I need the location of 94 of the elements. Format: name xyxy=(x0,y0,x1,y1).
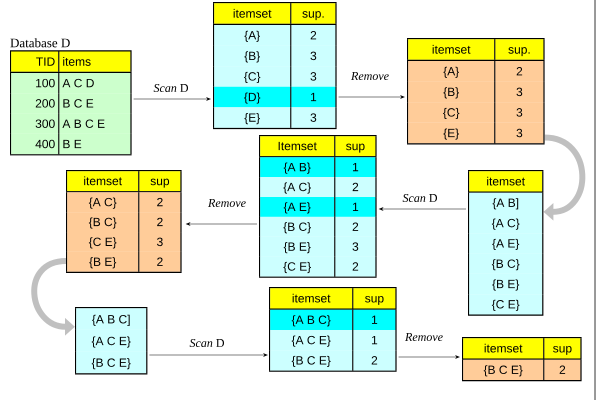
data-table: itemset sup {A B C} 1 {A C E} 1 {B C E} 2 xyxy=(269,287,397,372)
node-label: 3 xyxy=(516,88,522,96)
node-label: {B C E} xyxy=(484,365,523,376)
node-label: 2 xyxy=(352,182,358,192)
node-label: 2 xyxy=(310,31,316,40)
node-label: {A B] xyxy=(492,198,518,210)
node-label: 300 xyxy=(36,119,55,128)
node-label: {B} xyxy=(244,51,260,62)
edge-label: Remove xyxy=(350,72,389,80)
node-label: 200 xyxy=(36,99,55,108)
edge-label: Scan D xyxy=(154,84,188,92)
node-label: 1 xyxy=(352,162,358,172)
node-label: {B C E} xyxy=(292,356,331,368)
data-table: itemset {A B] {A C} {A E} {B C} {B E} {C E} xyxy=(468,170,544,316)
node-label: itemset xyxy=(487,176,525,186)
node-label: 3 xyxy=(352,242,358,251)
node-label: A B C E xyxy=(62,119,105,128)
node-label: {B E} xyxy=(492,279,520,291)
node-label: {B C} xyxy=(283,222,311,234)
node-label: {A C} xyxy=(88,198,116,209)
node-label: 2 xyxy=(352,262,358,271)
node-label: 1 xyxy=(310,92,316,102)
data-table: itemset sup. {A} 2 {B} 3 {C} 3 {D} 1 {E} 3 xyxy=(213,2,337,130)
node-label: 2 xyxy=(560,366,566,374)
node-label: {B E} xyxy=(284,242,311,254)
node-label: {E} xyxy=(443,128,460,140)
node-label: {A B C] xyxy=(92,314,130,326)
node-label: {B} xyxy=(443,87,460,98)
node-label: {C E} xyxy=(88,237,116,248)
data-table: Database D TID items 100 A C D 200 B C E 300 A B C E 400 B E xyxy=(10,38,132,156)
node-label: 1 xyxy=(352,202,358,211)
node-label: sup. xyxy=(508,47,530,56)
node-label: {B E} xyxy=(89,257,116,268)
data-table: Itemset sup {A B} 1 {A C} 2 {A E} 1 {B C} 2 {B E} 3 {C E} 2 xyxy=(259,135,377,278)
edge-label: Scan D xyxy=(402,194,438,202)
edge-label: Scan D xyxy=(190,338,224,348)
node-label: {C} xyxy=(244,72,260,84)
node-label: {A B C} xyxy=(292,315,331,326)
node-label: sup xyxy=(150,178,170,188)
node-label: {B C E} xyxy=(92,358,131,370)
node-label: 2 xyxy=(372,356,378,365)
node-label: sup xyxy=(553,346,572,355)
node-label: sup xyxy=(346,144,365,153)
node-label: 3 xyxy=(516,128,522,138)
edge-label: Remove xyxy=(404,333,443,341)
node-label: {A E} xyxy=(284,202,311,214)
node-label: 1 xyxy=(372,316,378,324)
node-label: {A C} xyxy=(492,218,520,230)
data-table: itemset sup {A C} 2 {B C} 2 {C E} 3 {B E} 2 xyxy=(66,170,182,273)
node-label: 2 xyxy=(157,257,163,266)
node-label: {D} xyxy=(244,92,260,104)
node-label: {A E} xyxy=(492,238,520,250)
node-label: A C D xyxy=(62,78,94,88)
node-label: TID xyxy=(36,57,55,66)
node-label: itemset xyxy=(432,44,470,54)
node-label: sup. xyxy=(302,11,324,20)
node-label: 2 xyxy=(157,218,163,226)
node-label: items xyxy=(63,57,91,66)
node-label: {A B} xyxy=(284,162,311,174)
node-label: itemset xyxy=(234,8,272,18)
node-label: 3 xyxy=(310,72,316,81)
node-label: 2 xyxy=(352,222,358,231)
node-label: 3 xyxy=(310,52,316,60)
data-table: itemset sup {B C E} 2 xyxy=(462,337,582,382)
node-label: {C} xyxy=(443,108,460,120)
data-table: {A B C] {A C E} {B C E} xyxy=(75,307,148,374)
node-label: sup xyxy=(365,296,384,305)
edge-label: Remove xyxy=(208,199,246,207)
node-label: 2 xyxy=(157,198,163,206)
node-label: 1 xyxy=(372,336,378,344)
node-label: {C E} xyxy=(492,300,520,311)
node-label: {A C E} xyxy=(92,336,131,348)
node-label: {B C} xyxy=(88,217,116,229)
node-label: {A} xyxy=(443,66,460,78)
node-label: Database D xyxy=(10,38,70,48)
node-label: {E} xyxy=(244,113,260,124)
node-label: Itemset xyxy=(278,142,317,150)
node-label: {B C} xyxy=(492,259,520,270)
node-label: {A C} xyxy=(283,182,311,194)
node-label: B E xyxy=(63,140,82,148)
node-label: itemset xyxy=(292,294,330,303)
node-label: {A C E} xyxy=(292,336,331,347)
node-label: {A} xyxy=(244,30,260,42)
data-table: itemset sup. {A} 2 {B} 3 {C} 3 {E} 3 xyxy=(407,38,545,144)
node-label: 3 xyxy=(310,113,316,122)
node-label: 3 xyxy=(516,108,522,117)
node-label: 2 xyxy=(516,67,522,76)
node-label: B C E xyxy=(63,99,94,108)
node-label: {C E} xyxy=(283,262,311,274)
node-label: itemset xyxy=(84,176,122,186)
node-label: itemset xyxy=(484,344,522,353)
node-label: 400 xyxy=(35,140,55,148)
node-label: 100 xyxy=(36,78,55,88)
node-label: 3 xyxy=(157,238,163,246)
